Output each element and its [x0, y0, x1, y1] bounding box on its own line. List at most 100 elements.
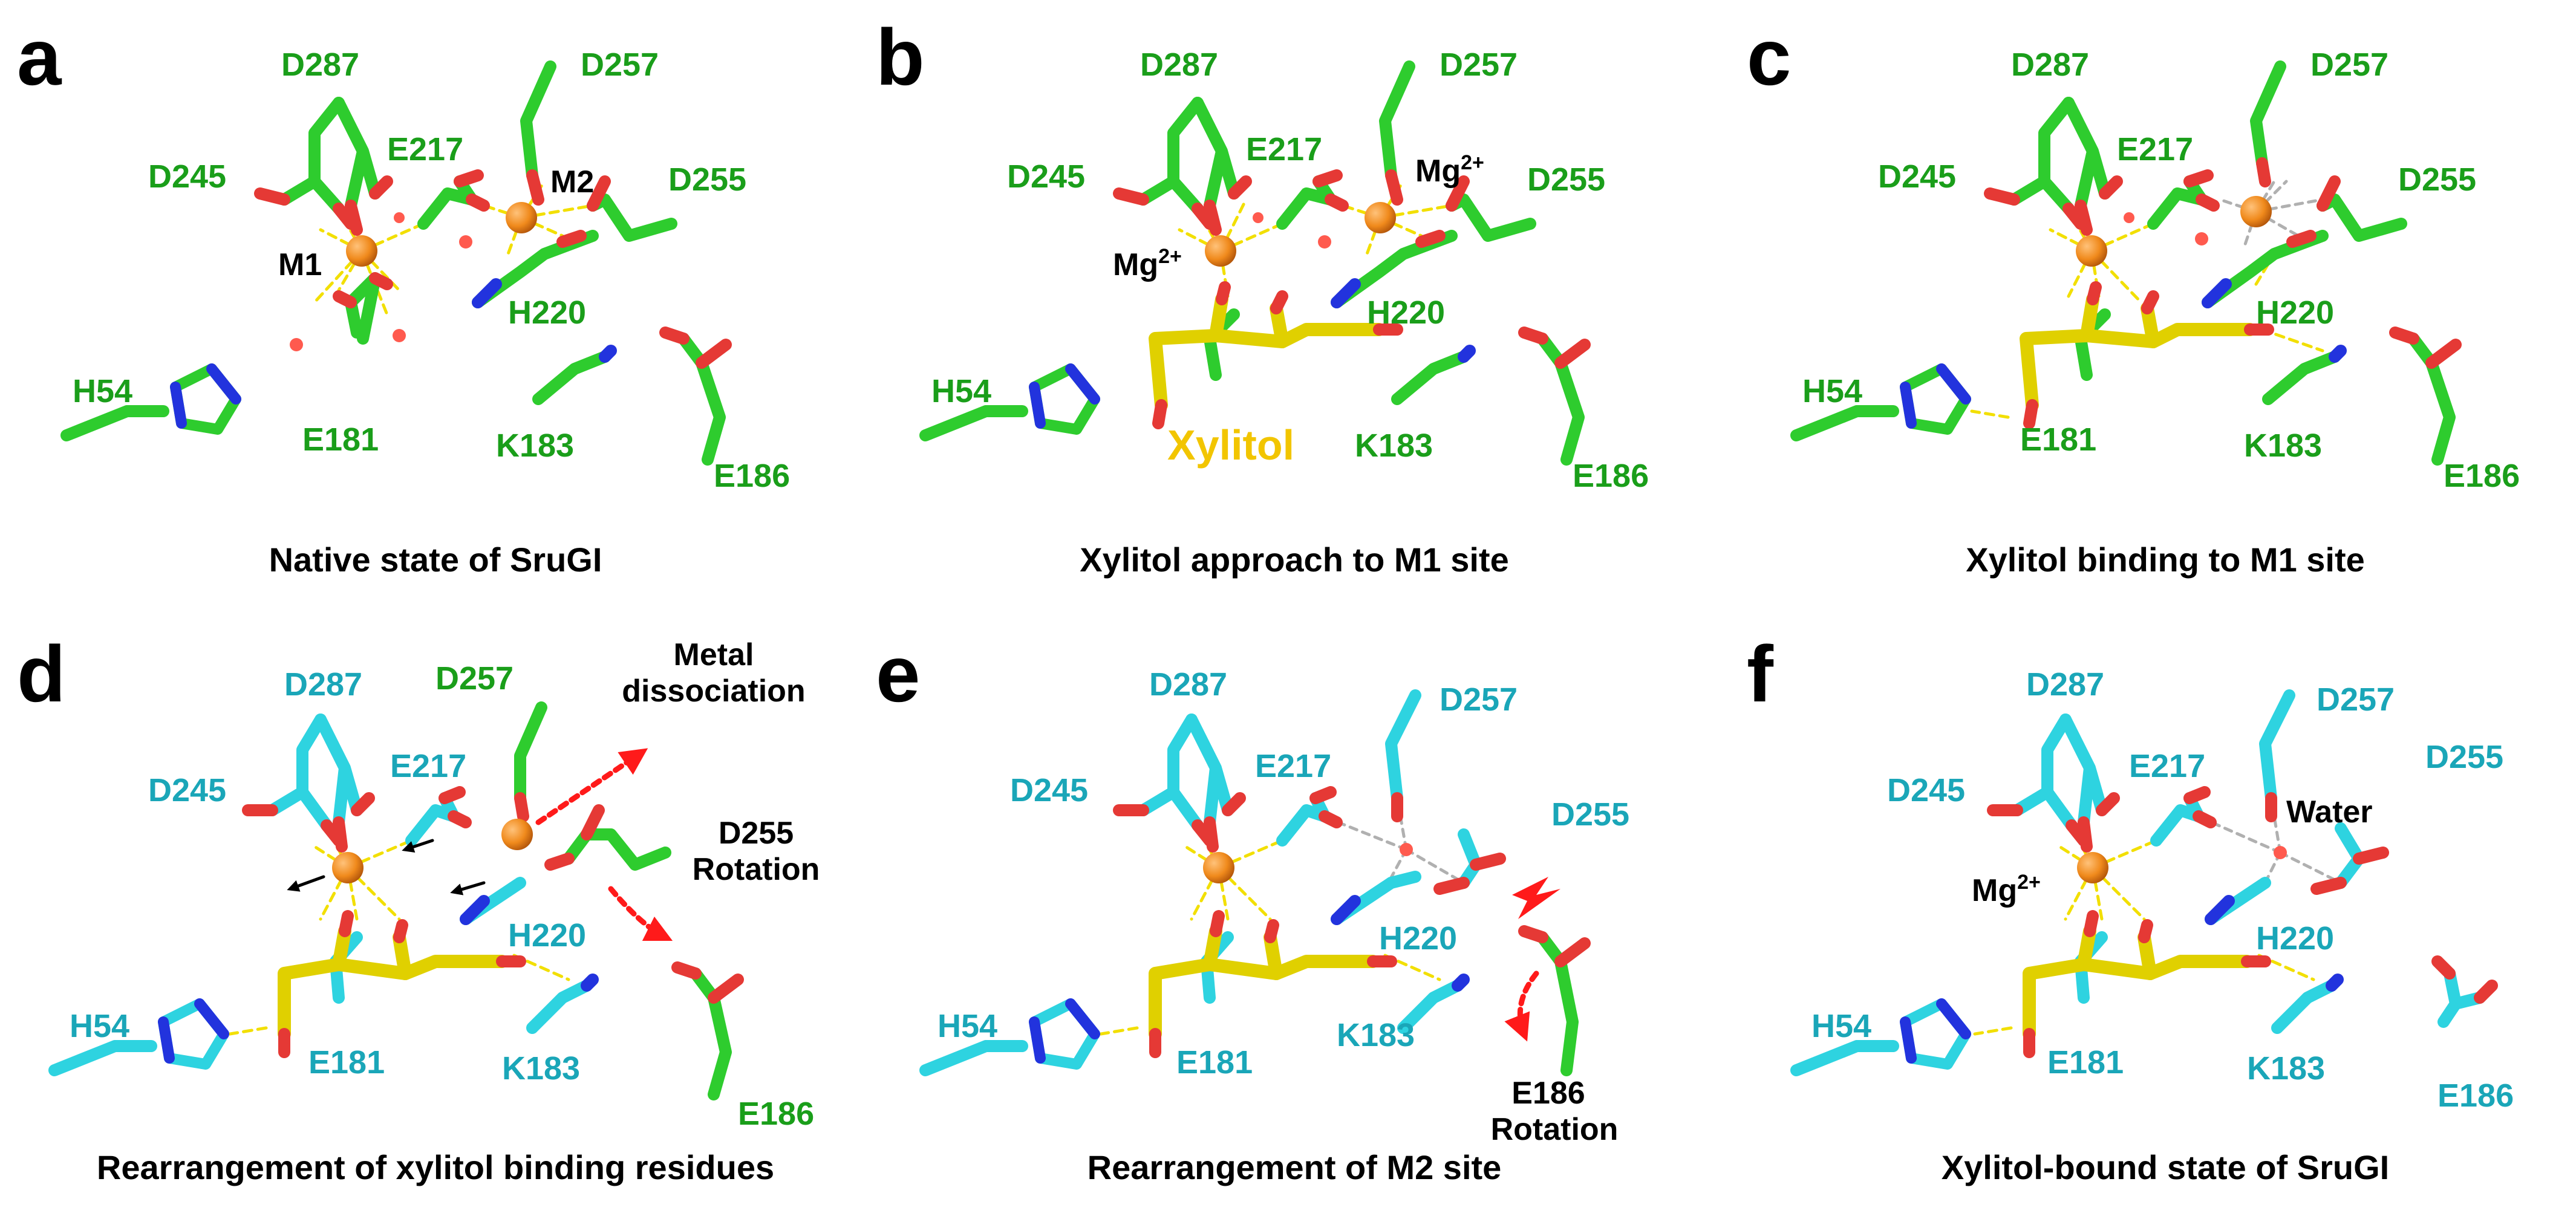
label-metal-m2: M2: [550, 164, 594, 200]
nitrogen-atoms: [460, 895, 599, 992]
label-metal-dissociation-1: Metal: [674, 637, 754, 672]
label-h54: H54: [73, 373, 132, 409]
metal-ions: [1205, 202, 1396, 267]
label-d255-rotation-1: D255: [719, 816, 794, 851]
label-e181: E181: [1176, 1044, 1253, 1081]
label-metal-m1: Mg2+: [1972, 871, 2041, 908]
label-e186-rotation-2: Rotation: [1491, 1112, 1619, 1147]
label-h220: H220: [508, 294, 586, 331]
panel-caption: Rearrangement of xylitol binding residue…: [97, 1148, 774, 1186]
label-h54: H54: [1811, 1008, 1871, 1044]
xylitol: [1149, 293, 1386, 412]
panel-c: c: [1747, 13, 2520, 579]
oxygen-atoms: [1984, 157, 2462, 429]
molecular-structure: [1790, 689, 2498, 1076]
label-e217: E217: [2117, 131, 2193, 167]
label-d257: D257: [435, 660, 514, 697]
molecular-structure: [919, 60, 1591, 466]
label-e217: E217: [390, 748, 466, 784]
label-e181: E181: [2020, 421, 2096, 458]
label-k183: K183: [1355, 427, 1433, 464]
molecular-structure: [60, 60, 732, 466]
grey-coordination: [2218, 180, 2324, 250]
label-d257: D257: [2310, 47, 2389, 83]
label-d255: D255: [2398, 161, 2476, 198]
metal-ions: [346, 202, 537, 267]
label-e217: E217: [1255, 748, 1331, 784]
label-k183: K183: [1337, 1017, 1415, 1053]
clash-bolt-icon: [1512, 877, 1560, 919]
label-k183: K183: [2244, 427, 2322, 464]
residue-sticks: [60, 60, 726, 466]
label-d245: D245: [148, 158, 226, 195]
label-e186: E186: [2437, 1078, 2514, 1114]
label-water: Water: [2286, 795, 2373, 830]
label-k183: K183: [2247, 1050, 2325, 1087]
residue-sticks-green: [514, 701, 732, 1100]
label-d255: D255: [668, 161, 746, 198]
oxygen-atoms: [1113, 169, 1591, 429]
panel-e: e: [876, 629, 1629, 1186]
oxygen-atoms: [1113, 786, 1591, 1058]
label-e181: E181: [308, 1044, 385, 1081]
water-molecules: [290, 212, 472, 351]
panel-letter: c: [1747, 13, 1791, 102]
metal-ions: [332, 819, 533, 883]
label-e181: E181: [2047, 1044, 2124, 1081]
grey-coordination: [2203, 796, 2343, 891]
nitrogen-atoms: [2202, 278, 2347, 363]
label-e186: E186: [1573, 458, 1649, 494]
oxygen-atoms: [242, 786, 744, 1058]
label-h220: H220: [2256, 294, 2334, 331]
residue-sticks: [919, 689, 1482, 1076]
oxygen-atoms: [254, 169, 732, 369]
panel-f: f: [1747, 629, 2514, 1186]
molecular-structure: [1790, 60, 2462, 466]
label-d287: D287: [1149, 666, 1227, 703]
label-metal-dissociation-2: dissociation: [622, 674, 805, 709]
label-e217: E217: [387, 131, 463, 167]
label-d287: D287: [281, 47, 359, 83]
rotation-arrow: [1504, 970, 1539, 1042]
label-h220: H220: [1379, 920, 1457, 957]
nitrogen-atoms: [472, 278, 617, 363]
label-e217: E217: [1246, 131, 1322, 167]
panel-a: a: [17, 13, 790, 579]
label-e217: E217: [2129, 748, 2205, 784]
residue-sticks: [1790, 60, 2456, 466]
water-molecules: [1253, 212, 1331, 249]
label-d255-rotation-2: Rotation: [693, 852, 820, 887]
label-k183: K183: [496, 427, 574, 464]
label-d255: D255: [1527, 161, 1605, 198]
label-d287: D287: [1140, 47, 1218, 83]
label-metal-m1: M1: [278, 247, 322, 282]
label-k183: K183: [502, 1050, 580, 1087]
xylitol: [2020, 293, 2257, 412]
label-d245: D245: [1887, 772, 1965, 808]
label-h54: H54: [931, 373, 991, 409]
label-d245: D245: [1878, 158, 1956, 195]
metal-ions: [1203, 852, 1234, 883]
label-xylitol: Xylitol: [1167, 421, 1294, 469]
label-e186-rotation-1: E186: [1511, 1076, 1585, 1111]
label-h54: H54: [937, 1008, 997, 1044]
panel-caption: Xylitol-bound state of SruGI: [1942, 1148, 2389, 1186]
residue-sticks-green: [1536, 931, 1579, 1076]
label-d245: D245: [1007, 158, 1085, 195]
label-d257: D257: [2317, 681, 2395, 718]
metal-ions: [2076, 196, 2272, 267]
metal-ions: [2077, 852, 2108, 883]
water-molecules: [2274, 846, 2287, 859]
panel-caption: Rearrangement of M2 site: [1087, 1148, 1502, 1186]
molecular-structure: [48, 701, 744, 1100]
panel-letter: d: [17, 629, 66, 718]
label-d257: D257: [1440, 681, 1518, 718]
label-d287: D287: [2026, 666, 2104, 703]
motion-arrows: [535, 748, 673, 941]
residue-sticks: [919, 60, 1585, 466]
grey-coordination: [1329, 796, 1466, 891]
label-d255: D255: [1551, 796, 1629, 833]
label-h54: H54: [70, 1008, 129, 1044]
label-metal-m2: Mg2+: [1415, 151, 1484, 189]
